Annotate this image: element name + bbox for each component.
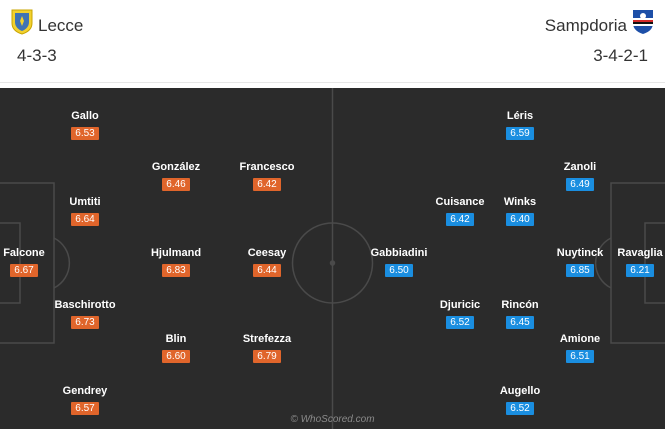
player-rating: 6.51 [566, 350, 594, 363]
home-formation: 4-3-3 [17, 46, 57, 65]
player-name: Zanoli [563, 161, 597, 173]
player-name: Amione [559, 333, 601, 345]
player-rating: 6.46 [162, 178, 190, 191]
away-player-ravaglia[interactable]: Ravaglia 6.21 [595, 246, 665, 278]
player-name: Gabbiadini [370, 247, 428, 259]
away-player-gabbiadini[interactable]: Gabbiadini 6.50 [354, 246, 444, 278]
home-player-francesco[interactable]: Francesco 6.42 [222, 160, 312, 192]
player-name: Strefezza [242, 333, 292, 345]
player-rating: 6.42 [253, 178, 281, 191]
player-name: Ceesay [247, 247, 287, 259]
player-rating: 6.21 [626, 264, 654, 277]
match-header: Lecce 4-3-3 Sampdoria 3-4-2-1 [0, 0, 665, 88]
player-name: Ravaglia [617, 247, 663, 259]
away-player-amione[interactable]: Amione 6.51 [535, 332, 625, 364]
player-rating: 6.49 [566, 178, 594, 191]
header-divider [0, 82, 665, 83]
player-name: Léris [506, 110, 534, 122]
player-name: Nuytinck [556, 247, 604, 259]
player-name: Hjulmand [150, 247, 202, 259]
player-name: Umtiti [69, 196, 101, 208]
player-rating: 6.52 [446, 316, 474, 329]
player-name: Gallo [71, 110, 99, 122]
away-player-cuisance[interactable]: Cuisance 6.42 [415, 195, 505, 227]
player-rating: 6.73 [71, 316, 99, 329]
player-rating: 6.53 [71, 127, 99, 140]
player-name: Baschirotto [54, 299, 116, 311]
player-rating: 6.50 [385, 264, 413, 277]
away-formation: 3-4-2-1 [593, 46, 648, 65]
home-player-umtiti[interactable]: Umtiti 6.64 [40, 195, 130, 227]
player-name: Augello [499, 385, 541, 397]
home-player-gallo[interactable]: Gallo 6.53 [40, 109, 130, 141]
home-player-blin[interactable]: Blin 6.60 [131, 332, 221, 364]
player-rating: 6.57 [71, 402, 99, 415]
home-player-gonzalez[interactable]: González 6.46 [131, 160, 221, 192]
home-player-hjulmand[interactable]: Hjulmand 6.83 [131, 246, 221, 278]
away-player-djuricic[interactable]: Djuricic 6.52 [415, 298, 505, 330]
player-name: Djuricic [439, 299, 481, 311]
player-name: Cuisance [435, 196, 485, 208]
player-rating: 6.67 [10, 264, 38, 277]
player-rating: 6.59 [506, 127, 534, 140]
home-player-ceesay[interactable]: Ceesay 6.44 [222, 246, 312, 278]
whoscored-watermark: © WhoScored.com [290, 414, 375, 425]
pitch-lines [0, 88, 665, 429]
home-team-name[interactable]: Lecce [38, 16, 84, 35]
player-rating: 6.83 [162, 264, 190, 277]
away-player-nuytinck[interactable]: Nuytinck 6.85 [535, 246, 625, 278]
away-player-zanoli[interactable]: Zanoli 6.49 [535, 160, 625, 192]
player-rating: 6.60 [162, 350, 190, 363]
player-name: Blin [165, 333, 187, 345]
player-name: Falcone [3, 247, 45, 259]
player-rating: 6.64 [71, 213, 99, 226]
player-rating: 6.42 [446, 213, 474, 226]
away-team-name[interactable]: Sampdoria [544, 16, 627, 35]
home-player-baschirotto[interactable]: Baschirotto 6.73 [40, 298, 130, 330]
sampdoria-crest-icon [632, 9, 654, 35]
away-player-winks[interactable]: Winks 6.40 [475, 195, 565, 227]
player-rating: 6.79 [253, 350, 281, 363]
home-player-gendrey[interactable]: Gendrey 6.57 [40, 384, 130, 416]
player-name: Winks [503, 196, 537, 208]
away-player-augello[interactable]: Augello 6.52 [475, 384, 565, 416]
away-player-leris[interactable]: Léris 6.59 [475, 109, 565, 141]
home-player-falcone[interactable]: Falcone 6.67 [0, 246, 69, 278]
home-player-strefezza[interactable]: Strefezza 6.79 [222, 332, 312, 364]
player-rating: 6.44 [253, 264, 281, 277]
lecce-crest-icon [11, 9, 33, 35]
player-name: Gendrey [62, 385, 108, 397]
player-name: Rincón [501, 299, 539, 311]
pitch: Gallo 6.53 González 6.46 Francesco 6.42 … [0, 88, 665, 429]
player-rating: 6.52 [506, 402, 534, 415]
player-rating: 6.85 [566, 264, 594, 277]
player-rating: 6.40 [506, 213, 534, 226]
player-name: Francesco [239, 161, 295, 173]
player-name: González [151, 161, 201, 173]
player-rating: 6.45 [506, 316, 534, 329]
away-player-rincon[interactable]: Rincón 6.45 [475, 298, 565, 330]
